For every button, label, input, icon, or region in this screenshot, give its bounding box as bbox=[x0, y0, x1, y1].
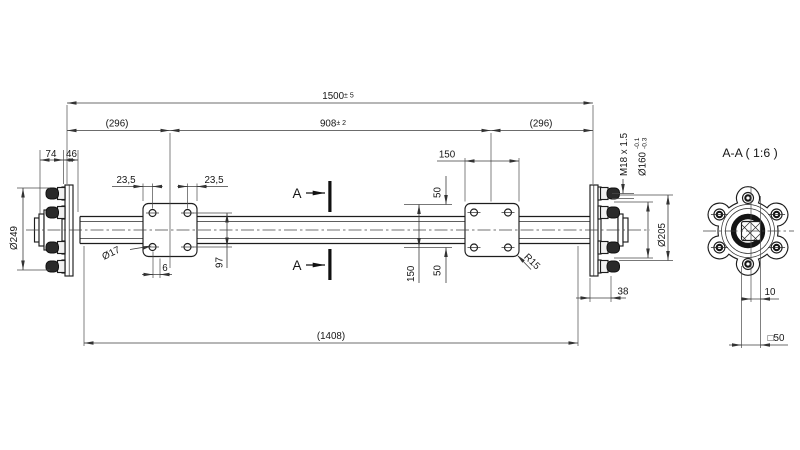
wheel-bolt bbox=[606, 241, 620, 254]
section-cut-marks: A A bbox=[292, 181, 332, 280]
wheel-bolt bbox=[606, 206, 620, 219]
dimension-tube-length: (1408) bbox=[83, 246, 579, 346]
dimension-235-left: 23,5 bbox=[112, 175, 163, 209]
right-hub-bolts bbox=[597, 186, 620, 274]
dim-50-bottom-label: 50 bbox=[433, 265, 444, 276]
dim-flange-dia-label: Ø249 bbox=[9, 226, 20, 250]
wheel-bolt bbox=[45, 187, 59, 200]
dimension-total-length: 1500± 5 bbox=[66, 91, 594, 184]
dim-38-label: 38 bbox=[618, 287, 629, 298]
dim-46-label: 46 bbox=[66, 149, 77, 160]
dim-thread-label: M18 x 1.5 bbox=[619, 132, 630, 176]
right-hub bbox=[589, 184, 629, 277]
detail-view-title: A-A ( 1:6 ) bbox=[722, 146, 777, 160]
dimension-thread-boltcircle: M18 x 1.5 Ø160 -0.1 -0.3 bbox=[612, 132, 653, 259]
right-plate-holes bbox=[467, 208, 515, 252]
dim-plate-height-label: 150 bbox=[406, 265, 417, 282]
dim-offset-right-label: (296) bbox=[530, 119, 553, 130]
section-label-bottom: A bbox=[292, 258, 301, 273]
dim-total-length-label: 1500± 5 bbox=[322, 91, 354, 102]
dimension-10: 10 bbox=[741, 287, 779, 301]
wheel-bolt bbox=[45, 241, 59, 254]
dim-tube-length-label: (1408) bbox=[317, 331, 345, 342]
dimension-97: 97 bbox=[193, 212, 232, 268]
dimension-row-296-908: (296) 908± 2 (296) bbox=[67, 119, 593, 268]
bolt-hole bbox=[741, 257, 755, 271]
dimension-hub-diameter: Ø205 bbox=[619, 194, 673, 261]
bolt-hole bbox=[741, 191, 755, 205]
dimension-38: 38 bbox=[576, 276, 629, 302]
dim-hub-dia-label: Ø205 bbox=[657, 222, 668, 247]
detail-view-aa: A-A ( 1:6 ) 10 □50 bbox=[703, 146, 794, 348]
dimension-square-50: □50 bbox=[729, 333, 788, 347]
dim-10-label: 10 bbox=[765, 287, 776, 298]
dimension-plate-width: 150 bbox=[437, 150, 520, 202]
wheel-bolt bbox=[606, 260, 620, 273]
dim-6-label: 6 bbox=[162, 263, 168, 274]
dimension-flange-diameter: Ø249 bbox=[9, 187, 50, 271]
dimension-235-right: 23,5 bbox=[177, 175, 228, 209]
dimension-6: 6 bbox=[142, 251, 172, 278]
dim-235-right-label: 23,5 bbox=[204, 175, 224, 186]
dim-74-label: 74 bbox=[46, 149, 57, 160]
dim-97-label: 97 bbox=[215, 257, 226, 268]
dim-square-label: □50 bbox=[768, 333, 785, 344]
dim-235-left-label: 23,5 bbox=[116, 175, 136, 186]
section-label-top: A bbox=[292, 186, 301, 201]
dim-bolt-circle-tol-lo: -0.3 bbox=[641, 137, 648, 149]
dim-bolt-circle-label: Ø160 bbox=[638, 151, 649, 176]
left-hub-bolts bbox=[45, 186, 66, 274]
dimension-plate-vertical: 50 50 150 bbox=[404, 176, 452, 283]
dim-span-label: 908± 2 bbox=[320, 119, 346, 130]
dimension-74-46: 74 46 bbox=[39, 149, 79, 214]
dim-bolt-circle-tol-hi: -0.1 bbox=[634, 137, 641, 149]
dim-plate-width-label: 150 bbox=[439, 150, 456, 161]
wheel-bolt bbox=[45, 260, 59, 273]
dim-50-top-label: 50 bbox=[433, 187, 444, 198]
dim-offset-left-label: (296) bbox=[106, 119, 129, 130]
wheel-bolt bbox=[45, 206, 59, 219]
